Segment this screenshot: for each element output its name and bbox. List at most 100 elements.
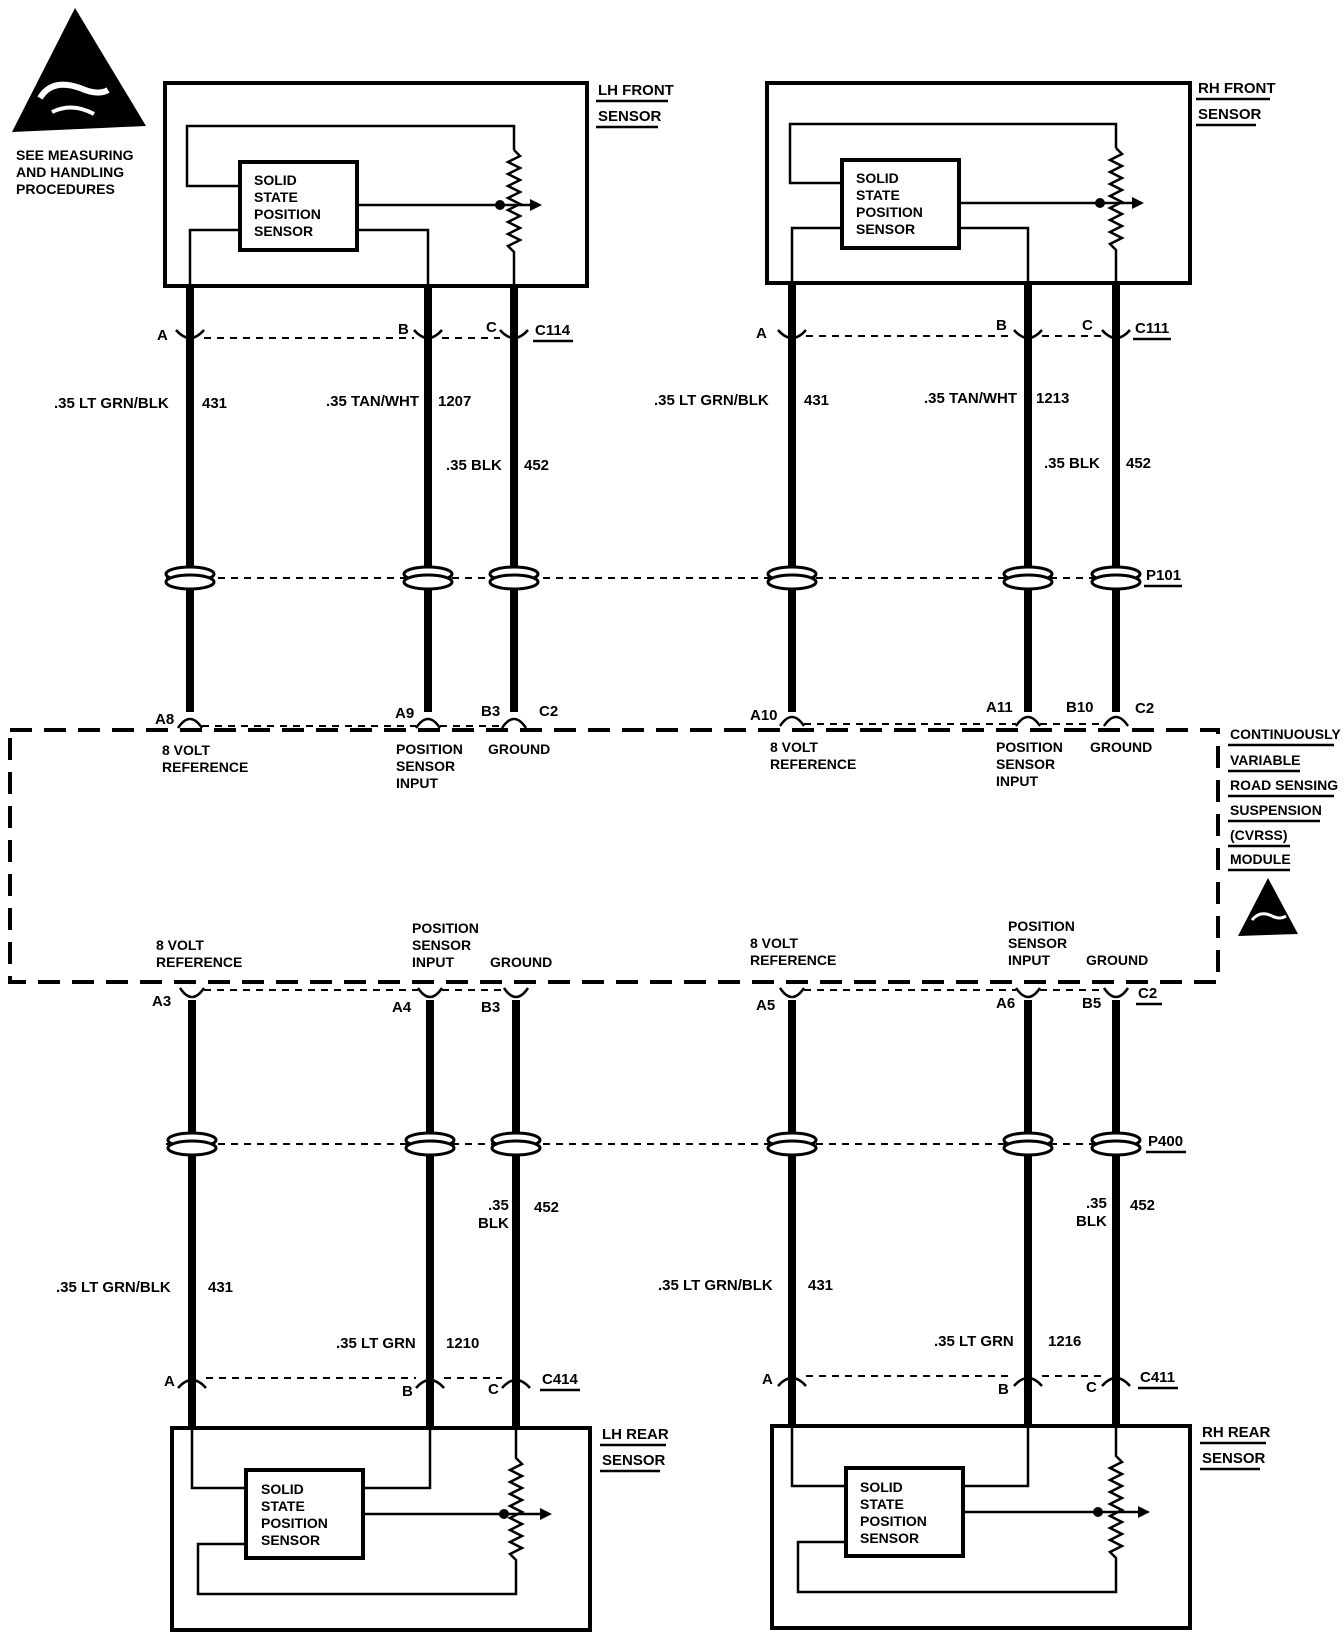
lh-rear-wire-b-color: .35 LT GRN: [336, 1335, 416, 1352]
rear-wires: [188, 1000, 1120, 1428]
esd-note-line-3: PROCEDURES: [16, 181, 115, 197]
lh-front-pin-a: A: [157, 327, 168, 344]
rh-rear-wire-a-color: .35 LT GRN/BLK: [658, 1277, 773, 1294]
rh-rear-sensor: SOLID STATE POSITION SENSOR: [770, 1424, 1192, 1630]
lh-rear-element-4: SENSOR: [261, 1532, 320, 1548]
connector-c114: C114: [535, 322, 571, 339]
lh-front-wire-b-color: .35 TAN/WHT: [326, 393, 419, 410]
rh-rear-element-2: STATE: [860, 1496, 904, 1512]
connector-p101: P101: [1146, 567, 1181, 584]
module-rh-rear-pos-1: POSITION: [1008, 918, 1075, 934]
lh-front-pin-c: C: [486, 319, 497, 336]
esd-warning-icon: [12, 8, 146, 132]
connector-c111: C111: [1135, 320, 1169, 337]
lh-front-pin-b: B: [398, 321, 409, 338]
lh-rear-wire-c-circuit: 452: [534, 1199, 559, 1216]
lh-rear-wire-c-color-1: .35: [488, 1197, 509, 1214]
module-lh-front-ref-2: REFERENCE: [162, 759, 248, 775]
connector-p400: P400: [1148, 1133, 1183, 1150]
module-pin-a11: A11: [986, 699, 1013, 716]
lh-rear-pin-c: C: [488, 1381, 499, 1398]
lh-rear-label-2: SENSOR: [602, 1452, 666, 1469]
connector-c411: C411: [1140, 1369, 1175, 1386]
module-pin-c2-top-right: C2: [1135, 700, 1154, 717]
module-title-3: ROAD SENSING: [1230, 777, 1338, 793]
rh-rear-element-3: POSITION: [860, 1513, 927, 1529]
lh-front-wire-b-circuit: 1207: [438, 393, 471, 410]
lh-rear-pin-b: B: [402, 1383, 413, 1400]
rh-rear-pin-b: B: [998, 1381, 1009, 1398]
module-title-2: VARIABLE: [1230, 752, 1301, 768]
module-pin-a9: A9: [395, 705, 414, 722]
lh-front-wire-c-color: .35 BLK: [446, 457, 502, 474]
module-lh-front-pos-2: SENSOR: [396, 758, 455, 774]
rh-front-sensor: SOLID STATE POSITION SENSOR: [765, 81, 1192, 285]
rh-rear-wire-b-circuit: 1216: [1048, 1333, 1081, 1350]
module-rh-front-pos-1: POSITION: [996, 739, 1063, 755]
module-pin-a5: A5: [756, 997, 775, 1014]
rh-rear-label-2: SENSOR: [1202, 1450, 1266, 1467]
rh-front-element-1: SOLID: [856, 170, 899, 186]
rh-front-element-2: STATE: [856, 187, 900, 203]
module-pin-b3-top: B3: [481, 703, 500, 720]
rh-front-wire-c-color: .35 BLK: [1044, 455, 1100, 472]
lh-front-wire-a-color: .35 LT GRN/BLK: [54, 395, 169, 412]
rear-sensor-connectors: [177, 1375, 1131, 1389]
rh-front-wire-a-circuit: 431: [804, 392, 829, 409]
rh-front-wire-c-circuit: 452: [1126, 455, 1151, 472]
lh-rear-wire-a-circuit: 431: [208, 1279, 233, 1296]
module-rh-front-ref-1: 8 VOLT: [770, 739, 818, 755]
module-rh-front-pos-2: SENSOR: [996, 756, 1055, 772]
module-lh-front-ref-1: 8 VOLT: [162, 742, 210, 758]
rh-rear-element-4: SENSOR: [860, 1530, 919, 1546]
module-rh-front-pos-3: INPUT: [996, 773, 1038, 789]
inline-connector-p101: [164, 565, 1142, 591]
lh-rear-wire-c-color-2: BLK: [478, 1215, 509, 1232]
rh-front-element-3: POSITION: [856, 204, 923, 220]
rh-front-wire-b-circuit: 1213: [1036, 390, 1069, 407]
lh-front-wire-c-circuit: 452: [524, 457, 549, 474]
lh-front-element-1: SOLID: [254, 172, 297, 188]
lh-rear-wire-a-color: .35 LT GRN/BLK: [56, 1279, 171, 1296]
lh-front-element-4: SENSOR: [254, 223, 313, 239]
module-pin-b10: B10: [1066, 699, 1094, 716]
rh-rear-wire-c-circuit: 452: [1130, 1197, 1155, 1214]
rh-rear-label-1: RH REAR: [1202, 1424, 1271, 1441]
rh-front-pin-c: C: [1082, 317, 1093, 334]
module-title-6: MODULE: [1230, 851, 1291, 867]
lh-rear-element-3: POSITION: [261, 1515, 328, 1531]
module-lh-rear-pos-2: SENSOR: [412, 937, 471, 953]
lh-front-wire-a-circuit: 431: [202, 395, 227, 412]
rh-rear-element-1: SOLID: [860, 1479, 903, 1495]
rh-rear-pin-c: C: [1086, 1379, 1097, 1396]
module-rh-rear-gnd: GROUND: [1086, 952, 1148, 968]
front-sensor-connectors: [175, 329, 1131, 340]
module-pin-a4: A4: [392, 999, 412, 1016]
rh-rear-wire-a-circuit: 431: [808, 1277, 833, 1294]
rh-rear-pin-a: A: [762, 1371, 773, 1388]
module-rh-front-gnd: GROUND: [1090, 739, 1152, 755]
module-top-pins: [176, 715, 1130, 729]
module-pin-c2-bottom: C2: [1138, 985, 1157, 1002]
module-lh-rear-pos-3: INPUT: [412, 954, 454, 970]
lh-front-sensor: SOLID STATE POSITION SENSOR: [163, 81, 589, 288]
module-pin-c2-top-left: C2: [539, 703, 558, 720]
lh-rear-sensor: SOLID STATE POSITION SENSOR: [170, 1426, 592, 1632]
module-bottom-pins: [178, 987, 1130, 999]
lh-rear-label-1: LH REAR: [602, 1426, 669, 1443]
cvrss-module-outline: [8, 728, 1220, 984]
rh-front-wire-b-color: .35 TAN/WHT: [924, 390, 1017, 407]
module-lh-rear-gnd: GROUND: [490, 954, 552, 970]
rh-front-label-1: RH FRONT: [1198, 80, 1276, 97]
module-pin-a6: A6: [996, 995, 1015, 1012]
module-title-4: SUSPENSION: [1230, 802, 1322, 818]
lh-rear-pin-a: A: [164, 1373, 175, 1390]
module-rh-rear-pos-3: INPUT: [1008, 952, 1050, 968]
module-lh-front-pos-1: POSITION: [396, 741, 463, 757]
module-rh-rear-ref-2: REFERENCE: [750, 952, 836, 968]
esd-note-line-2: AND HANDLING: [16, 164, 124, 180]
module-pin-b5: B5: [1082, 995, 1101, 1012]
rh-front-element-4: SENSOR: [856, 221, 915, 237]
rh-rear-wire-c-color-2: BLK: [1076, 1213, 1107, 1230]
